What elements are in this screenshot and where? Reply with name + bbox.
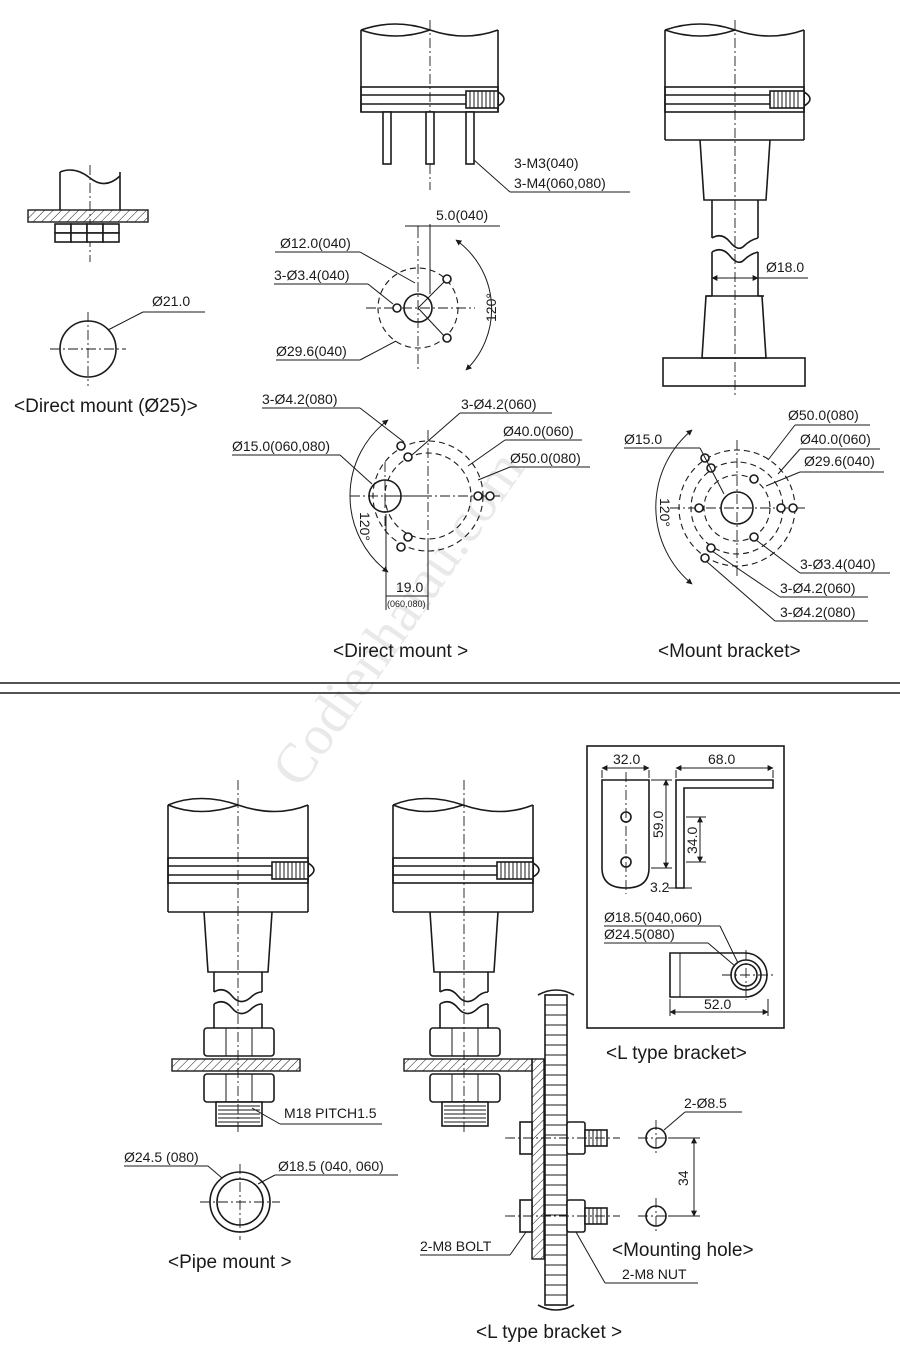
- watermark: Codienhaiau.com: [260, 440, 536, 798]
- section-separator: [0, 682, 900, 694]
- dim-lb-phi245: Ø24.5(080): [604, 926, 675, 942]
- dim-lb-68: 68.0: [708, 751, 735, 767]
- dim-lb-phi185: Ø18.5(040,060): [604, 909, 702, 925]
- caption-pipe-mount: <Pipe mount >: [168, 1252, 292, 1273]
- dim-phi18: Ø18.0: [766, 259, 804, 275]
- dim-120-c: 120°: [657, 498, 673, 527]
- pipe-mount-figure: [124, 780, 398, 1240]
- dim-mb-42-060: 3-Ø4.2(060): [780, 580, 855, 596]
- dim-mb-34-040: 3-Ø3.4(040): [800, 556, 875, 572]
- caption-l-bracket: <L type bracket >: [476, 1322, 622, 1343]
- mount-bracket-pattern: [624, 424, 890, 622]
- dim-lb-32: 32.0: [613, 751, 640, 767]
- caption-mount-bracket: <Mount bracket>: [658, 641, 801, 662]
- dim-phi50b: Ø50.0(080): [788, 407, 859, 423]
- dim-5: 5.0(040): [436, 207, 488, 223]
- caption-mounting-hole: <Mounting hole>: [612, 1240, 754, 1261]
- dim-phi15-060080: Ø15.0(060,080): [232, 438, 330, 454]
- mounting-hole-figure: [638, 1111, 742, 1234]
- dim-phi296b: Ø29.6(040): [804, 453, 875, 469]
- dim-mh-85: 2-Ø8.5: [684, 1095, 727, 1111]
- dim-19-sub: (060,080): [387, 599, 426, 609]
- dim-phi40b: Ø40.0(060): [800, 431, 871, 447]
- l-bracket-install-figure: [392, 780, 698, 1311]
- dim-bolt: 2-M8 BOLT: [420, 1238, 492, 1254]
- dim-m4: 3-M4(060,080): [514, 175, 606, 191]
- dim-phi15b: Ø15.0: [624, 431, 662, 447]
- dim-phi12: Ø12.0(040): [280, 235, 351, 251]
- dim-m18: M18 PITCH1.5: [284, 1105, 377, 1121]
- dim-lb-52: 52.0: [704, 996, 731, 1012]
- dim-120-b: 120°: [357, 512, 373, 541]
- caption-l-bracket-inset: <L type bracket>: [606, 1043, 747, 1064]
- dim-phi42-060: 3-Ø4.2(060): [461, 396, 536, 412]
- l-bracket-inset-figure: [586, 745, 785, 1029]
- dim-lb-34: 34.0: [684, 827, 700, 854]
- direct-mount-060-080-pattern: [232, 407, 590, 610]
- dim-mb-42-080: 3-Ø4.2(080): [780, 604, 855, 620]
- dim-m3: 3-M3(040): [514, 155, 579, 171]
- caption-direct-mount-25: <Direct mount (Ø25)>: [14, 396, 198, 417]
- mount-bracket-body-figure: [662, 20, 811, 396]
- dim-phi50-080: Ø50.0(080): [510, 450, 581, 466]
- dim-phi34-040: 3-Ø3.4(040): [274, 267, 349, 283]
- dim-nut: 2-M8 NUT: [622, 1266, 687, 1282]
- dim-lb-32b: 3.2: [650, 879, 670, 895]
- dim-mh-34: 34: [675, 1170, 691, 1186]
- dim-pipe-phi245: Ø24.5 (080): [124, 1149, 199, 1165]
- dim-pipe-phi185: Ø18.5 (040, 060): [278, 1158, 384, 1174]
- direct-mount-040-pattern: [274, 224, 500, 372]
- dim-phi21: Ø21.0: [152, 293, 190, 309]
- direct-mount-body-figure: [360, 20, 630, 193]
- dim-phi296-040: Ø29.6(040): [276, 343, 347, 359]
- dim-120-a: 120°: [483, 293, 499, 322]
- dim-lb-59: 59.0: [650, 811, 666, 838]
- dim-phi42-080: 3-Ø4.2(080): [262, 391, 337, 407]
- direct-mount-25-figure: [27, 165, 205, 386]
- dim-19: 19.0: [396, 579, 423, 595]
- caption-direct-mount: <Direct mount >: [333, 641, 468, 662]
- dim-phi40-060: Ø40.0(060): [503, 423, 574, 439]
